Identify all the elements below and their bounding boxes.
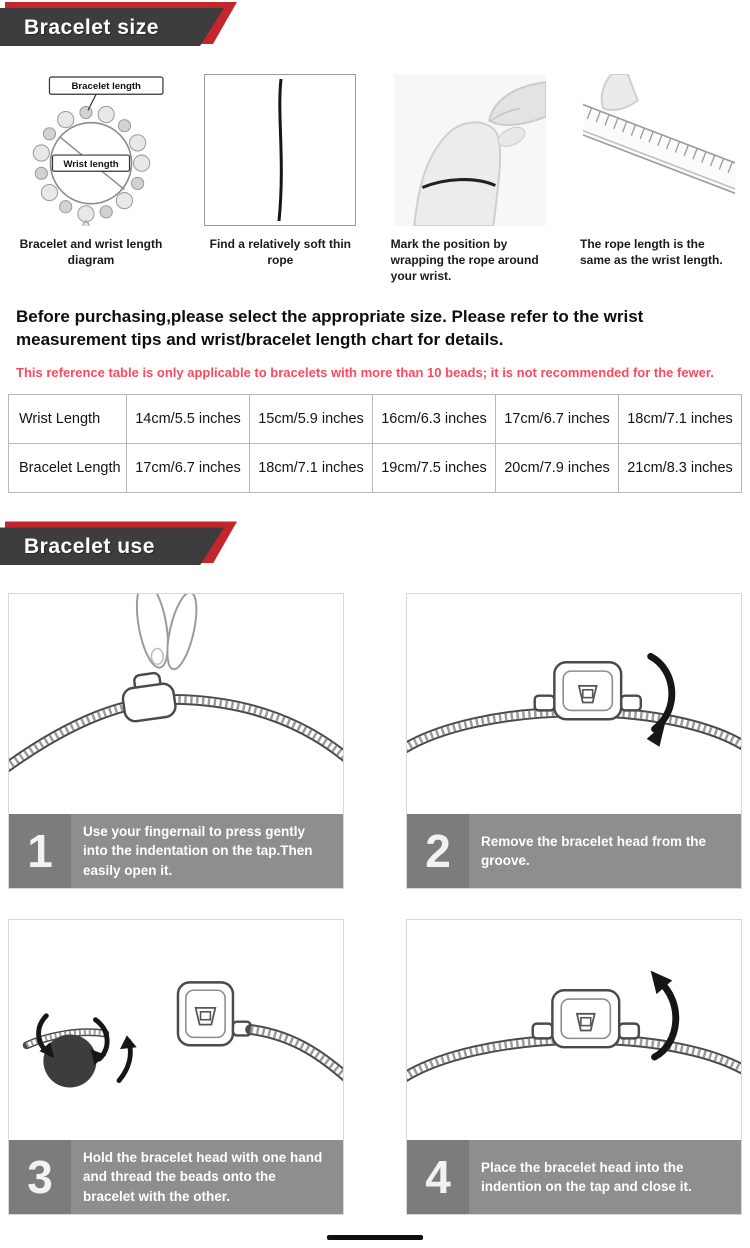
- use-steps-grid: 1 Use your fingernail to press gently in…: [0, 593, 750, 1216]
- measure-caption-wrap: Mark the position by wrapping the rope a…: [390, 237, 539, 284]
- banner-ribbon: [0, 527, 224, 565]
- wrist-value: 14cm/5.5 inches: [126, 394, 250, 445]
- step-4-number: 4: [407, 1140, 469, 1215]
- measure-tips-row: Bracelet length Wrist length Bracelet an…: [0, 72, 750, 285]
- row-header-bracelet-length: Bracelet Length: [8, 443, 127, 494]
- section-title-bracelet-use: Bracelet use: [24, 535, 155, 559]
- step-1-caption-bar: 1 Use your fingernail to press gently in…: [9, 813, 343, 889]
- bracelet-value: 20cm/7.9 inches: [495, 443, 619, 494]
- measure-caption-diagram: Bracelet and wrist length diagram: [19, 237, 163, 268]
- section-banner-bracelet-size: Bracelet size: [0, 0, 750, 50]
- step-3-number: 3: [9, 1139, 71, 1215]
- wrist-value: 18cm/7.1 inches: [618, 394, 742, 445]
- section-title-bracelet-size: Bracelet size: [24, 16, 159, 39]
- use-step-panel-1: 1 Use your fingernail to press gently in…: [8, 593, 344, 890]
- wrist-value: 16cm/6.3 inches: [372, 394, 496, 445]
- bracelet-value: 19cm/7.5 inches: [372, 443, 496, 494]
- bracelet-value: 21cm/8.3 inches: [618, 443, 742, 494]
- step-2-caption-bar: 2 Remove the bracelet head from the groo…: [407, 814, 741, 889]
- size-table: Wrist Length 14cm/5.5 inches 15cm/5.9 in…: [8, 394, 742, 494]
- measure-step-diagram: Bracelet length Wrist length Bracelet an…: [8, 74, 174, 285]
- measure-step-rope: Find a relatively soft thin rope: [197, 74, 363, 285]
- step-4-illustration: [407, 920, 741, 1142]
- wrist-value: 15cm/5.9 inches: [249, 394, 373, 445]
- bracelet-diagram-image: Bracelet length Wrist length: [15, 74, 167, 229]
- measure-caption-ruler: The rope length is the same as the wrist…: [579, 237, 723, 268]
- bracelet-value: 18cm/7.1 inches: [249, 443, 373, 494]
- step-2-caption: Remove the bracelet head from the groove…: [481, 833, 707, 869]
- step-3-caption-bar: 3 Hold the bracelet head with one hand a…: [9, 1139, 343, 1215]
- size-table-row-wrist: Wrist Length 14cm/5.5 inches 15cm/5.9 in…: [8, 394, 742, 445]
- wrap-wrist-svg: [393, 74, 547, 228]
- step-1-caption: Use your fingernail to press gently into…: [83, 823, 313, 878]
- wrist-length-label: Wrist length: [63, 159, 118, 170]
- measure-step-ruler: The rope length is the same as the wrist…: [569, 72, 750, 285]
- step-2-number: 2: [407, 814, 469, 889]
- measure-caption-rope: Find a relatively soft thin rope: [209, 237, 351, 268]
- use-step-panel-4: 4 Place the bracelet head into the inden…: [406, 919, 742, 1216]
- step-2-illustration: [407, 594, 741, 816]
- rope-image: [204, 74, 357, 226]
- step-4-caption-bar: 4 Place the bracelet head into the inden…: [407, 1140, 741, 1215]
- wrap-wrist-image: [393, 74, 547, 228]
- rope-svg: [277, 78, 284, 222]
- size-table-row-bracelet: Bracelet Length 17cm/6.7 inches 18cm/7.1…: [8, 443, 742, 494]
- size-note-text: This reference table is only applicable …: [16, 365, 714, 381]
- use-step-panel-2: 2 Remove the bracelet head from the groo…: [406, 593, 742, 890]
- use-step-panel-3: 3 Hold the bracelet head with one hand a…: [8, 919, 344, 1216]
- bracelet-value: 17cm/6.7 inches: [126, 443, 250, 494]
- measure-step-wrap: Mark the position by wrapping the rope a…: [387, 74, 553, 285]
- ruler-svg: [569, 72, 750, 197]
- banner-ribbon: [0, 8, 224, 46]
- ruler-image: [569, 72, 750, 226]
- step-1-illustration: [9, 594, 343, 816]
- section-banner-bracelet-use: Bracelet use: [0, 519, 750, 569]
- wrist-value: 17cm/6.7 inches: [495, 394, 619, 445]
- bracelet-diagram-svg: Bracelet length Wrist length: [32, 76, 164, 229]
- intro-text: Before purchasing,please select the appr…: [16, 306, 644, 350]
- step-3-illustration: [9, 920, 343, 1142]
- step-1-number: 1: [9, 813, 71, 889]
- row-header-wrist-length: Wrist Length: [8, 394, 127, 445]
- step-4-caption: Place the bracelet head into the indenti…: [481, 1159, 692, 1195]
- page-divider: [327, 1235, 423, 1241]
- bracelet-length-label: Bracelet length: [71, 81, 141, 92]
- step-3-caption: Hold the bracelet head with one hand and…: [83, 1149, 323, 1204]
